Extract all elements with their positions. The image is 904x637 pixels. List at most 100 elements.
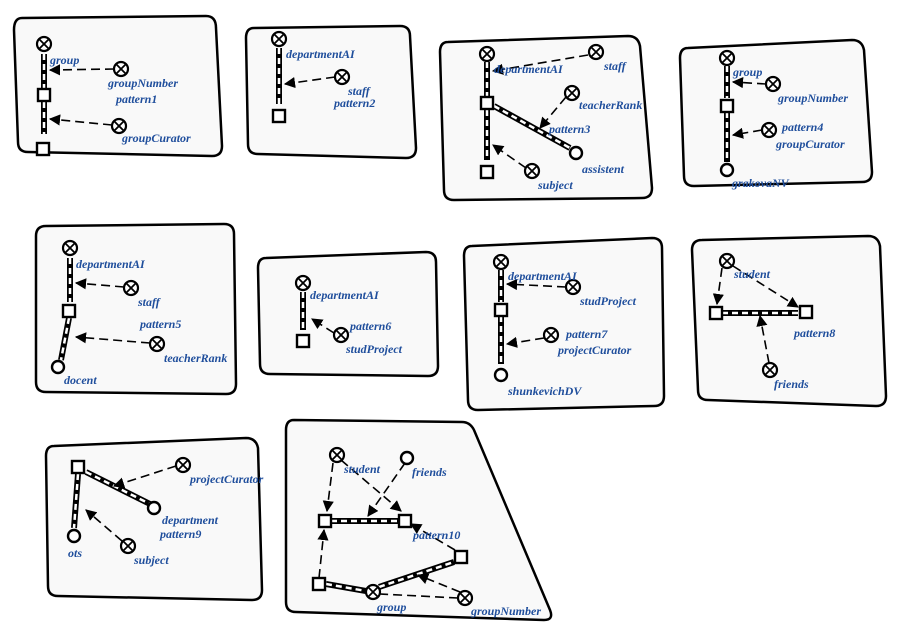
vertex-const-groupNumber [112,60,130,78]
label-pattern-name: pattern9 [159,527,201,541]
label-pattern-name: pattern6 [349,319,391,333]
label-shunkevichDV: shunkevichDV [507,384,582,398]
vertex-const-staff [587,43,605,61]
vertex-var-square [295,333,311,349]
vertex-const-studProject [564,278,582,296]
vertex-var-circle [399,450,415,466]
label-staff: staff [137,295,161,309]
label-ots: ots [68,546,82,560]
vertex-const-teacherRank [148,335,166,353]
vertex-var-circle [50,359,66,375]
label-studProject: studProject [345,342,403,356]
label-studProject: studProject [579,294,637,308]
vertex-var-square [479,164,495,180]
label-groupCurator: groupCurator [121,131,191,145]
vertex-var-square [479,95,495,111]
vertex-var-circle [719,162,735,178]
vertex-var-square [397,513,413,529]
label-teacherRank: teacherRank [579,98,642,112]
label-student: student [733,267,771,281]
pattern-panel-6: departmentAI pattern6 studProject [256,250,440,378]
vertex-const-friends [761,361,779,379]
vertex-var-circle [568,145,584,161]
vertex-const-subject [523,162,541,180]
vertex-const-departmentAI [492,253,510,271]
vertex-var-square [798,304,814,320]
label-subject: subject [133,553,169,567]
pattern-panel-10: student friends pattern10 group groupNum… [284,418,553,622]
label-projectCurator: projectCurator [557,343,632,357]
vertex-const-projectCurator [542,326,560,344]
label-departmentAI: departmentAI [76,257,146,271]
vertex-const-staff [333,68,351,86]
label-pattern-name: pattern10 [412,528,460,542]
label-pattern-name: pattern1 [115,92,157,106]
label-group: group [49,53,79,67]
vertex-const-groupCurator [110,117,128,135]
vertex-const-groupNumber [456,589,474,607]
label-pattern-name: pattern3 [548,122,590,136]
vertex-var-square [453,549,469,565]
pattern-panel-4: group groupNumber pattern4 groupCurator … [678,38,874,190]
label-pattern-name: pattern4 [781,120,823,134]
label-groupNumber: groupNumber [107,76,178,90]
label-groupNumber: groupNumber [470,604,541,618]
label-department: department [162,513,219,527]
label-group: group [732,65,762,79]
label-friends: friends [412,465,447,479]
label-group: group [376,600,406,614]
pattern-panel-7: departmentAI studProject pattern7 projec… [462,236,666,412]
label-staff: staff [347,84,371,98]
label-assistent: assistent [582,162,625,176]
vertex-const-staff [122,279,140,297]
vertex-var-square [36,87,52,103]
vertex-const-student [718,252,736,270]
pattern-panel-9: projectCurator department pattern9 ots s… [44,436,264,602]
vertex-var-square [719,98,735,114]
vertex-var-square [61,303,77,319]
vertex-var-square [317,513,333,529]
label-groupNumber: groupNumber [777,91,848,105]
vertex-const-groupCurator [760,121,778,139]
label-student: student [343,462,381,476]
label-groupCurator: groupCurator [775,137,845,151]
pattern-panel-5: departmentAI staff pattern5 teacherRank … [34,222,238,396]
vertex-var-square [311,576,327,592]
label-pattern-name: pattern5 [139,317,181,331]
pattern-panel-2: departmentAI staff pattern2 [244,24,418,160]
label-pattern-name: pattern7 [565,327,608,341]
label-pattern-name: pattern2 [333,96,375,110]
label-docent: docent [64,373,97,387]
vertex-const-departmentAI [294,274,312,292]
vertex-const-group [35,35,53,53]
vertex-var-circle [146,500,162,516]
vertex-const-teacherRank [563,84,581,102]
vertex-const-student [328,446,346,464]
label-teacherRank: teacherRank [164,351,227,365]
vertex-var-square [493,302,509,318]
pattern-panel-3: departmentAI staff teacherRank pattern3 … [438,34,654,202]
label-pattern-name: pattern8 [793,326,835,340]
label-departmentAI: departmentAI [310,288,380,302]
vertex-var-square [708,305,724,321]
vertex-var-circle [66,528,82,544]
label-grakovaNV: grakovaNV [731,176,790,190]
label-friends: friends [774,377,809,391]
vertex-var-circle [493,367,509,383]
pattern-panel-1: group groupNumber pattern1 groupCurator [12,14,224,158]
vertex-const-departmentAI [61,239,79,257]
label-subject: subject [537,178,573,192]
vertex-const-group [364,583,382,601]
vertex-const-departmentAI [270,30,288,48]
vertex-const-projectCurator [174,456,192,474]
pattern-panel-8: student pattern8 friends [690,234,888,408]
label-staff: staff [603,59,627,73]
label-departmentAI: departmentAI [286,47,356,61]
vertex-var-square [70,459,86,475]
label-departmentAI: departmentAI [508,269,578,283]
vertex-const-groupNumber [764,75,782,93]
vertex-const-subject [119,537,137,555]
vertex-var-square [271,108,287,124]
vertex-const-departmentAI [478,45,496,63]
